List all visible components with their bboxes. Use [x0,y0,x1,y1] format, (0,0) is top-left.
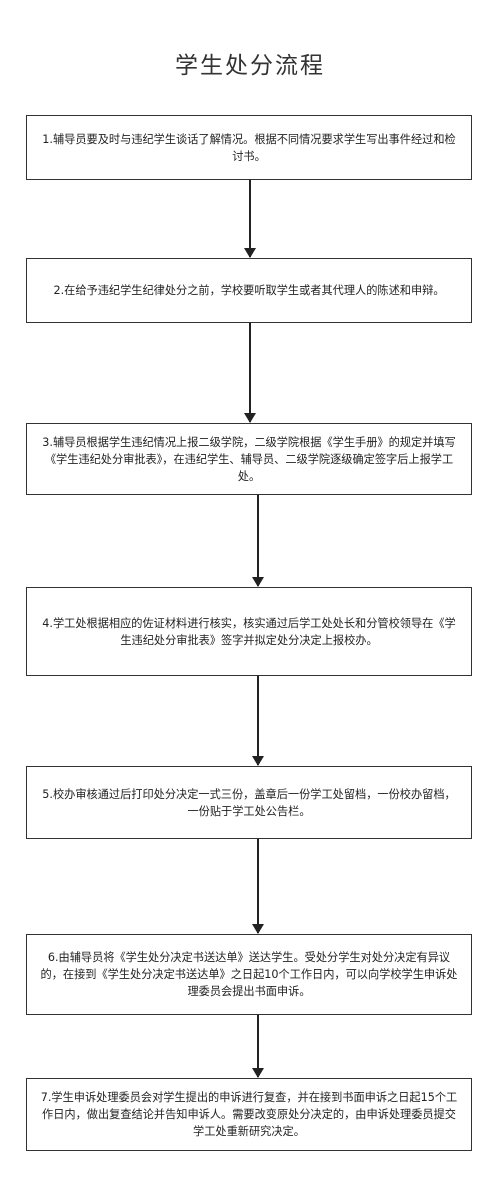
step-6-text: 6.由辅导员将《学生处分决定书送达单》送达学生。受处分学生对处分决定有异议的，在… [40,951,458,998]
step-6: 6.由辅导员将《学生处分决定书送达单》送达学生。受处分学生对处分决定有异议的，在… [26,934,472,1015]
step-3-text: 3.辅导员根据学生违纪情况上报二级学院，二级学院根据《学生手册》的规定并填写《学… [42,435,456,483]
step-5-text: 5.校办审核通过后打印处分决定一式三份，盖章后一份学工处留档，一份校办留档，一份… [42,787,456,818]
step-1: 1.辅导员要及时与违纪学生谈话了解情况。根据不同情况要求学生写出事件经过和检讨书… [26,115,472,180]
step-1-text: 1.辅导员要及时与违纪学生谈话了解情况。根据不同情况要求学生写出事件经过和检讨书… [42,132,456,163]
step-2-text: 2.在给予违纪学生纪律处分之前，学校要听取学生或者其代理人的陈述和申辩。 [53,284,445,297]
page-title: 学生处分流程 [175,53,325,79]
step-7: 7.学生申诉处理委员会对学生提出的申诉进行复查，并在接到书面申诉之日起15个工作… [26,1078,472,1151]
step-4: 4.学工处根据相应的佐证材料进行核实，核实通过后学工处处长和分管校领导在《学生违… [26,587,472,676]
step-7-text: 7.学生申诉处理委员会对学生提出的申诉进行复查，并在接到书面申诉之日起15个工作… [40,1091,458,1138]
step-4-text: 4.学工处根据相应的佐证材料进行核实，核实通过后学工处处长和分管校领导在《学生违… [42,616,456,647]
step-2: 2.在给予违纪学生纪律处分之前，学校要听取学生或者其代理人的陈述和申辩。 [26,258,472,323]
step-3: 3.辅导员根据学生违纪情况上报二级学院，二级学院根据《学生手册》的规定并填写《学… [26,423,472,495]
step-5: 5.校办审核通过后打印处分决定一式三份，盖章后一份学工处留档，一份校办留档，一份… [26,766,472,839]
